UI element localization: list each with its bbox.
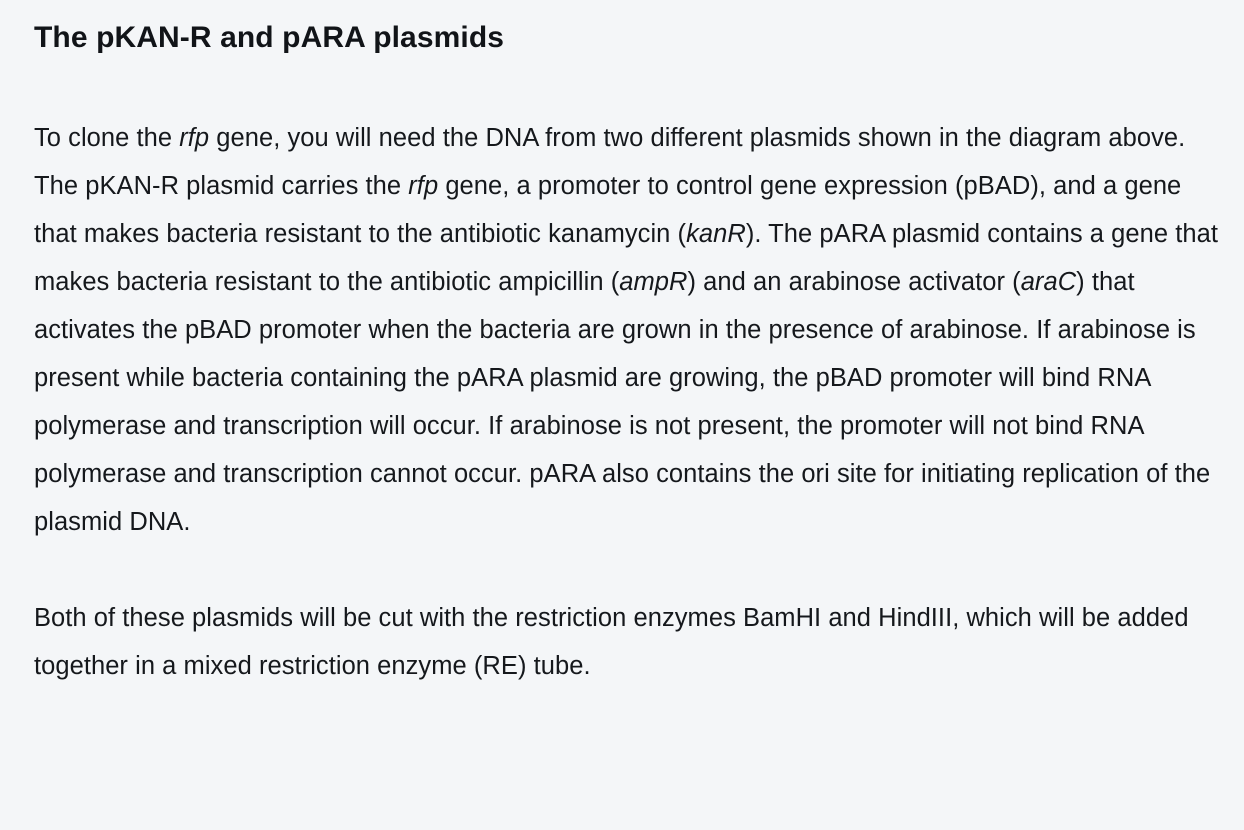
gene-name-italic: rfp: [408, 172, 439, 200]
paragraph-text: gene, a promoter to control gene express…: [34, 172, 1182, 248]
paragraph-text: ) that activates the pBAD promoter when …: [34, 268, 1211, 536]
gene-name-italic: ampR: [619, 268, 688, 296]
gene-name-italic: rfp: [179, 124, 210, 152]
gene-name-italic: kanR: [686, 220, 746, 248]
paragraph-text: gene, you will need the DNA from two dif…: [34, 124, 1186, 200]
paragraph-text: ) and an arabinose activator (: [687, 268, 1021, 296]
document-body: To clone the rfp gene, you will need the…: [34, 114, 1222, 690]
paragraph-text: Both of these plasmids will be cut with …: [34, 604, 1189, 680]
paragraph-restriction-enzymes: Both of these plasmids will be cut with …: [34, 594, 1222, 690]
page-title: The pKAN-R and pARA plasmids: [34, 21, 505, 54]
paragraph-list: To clone the rfp gene, you will need the…: [34, 114, 1222, 690]
gene-name-italic: araC: [1020, 268, 1077, 296]
paragraph-text: To clone the: [34, 124, 180, 152]
paragraph-plasmid-description: To clone the rfp gene, you will need the…: [34, 114, 1222, 546]
paragraph-text: ). The pARA plasmid contains a gene that…: [34, 220, 1218, 296]
